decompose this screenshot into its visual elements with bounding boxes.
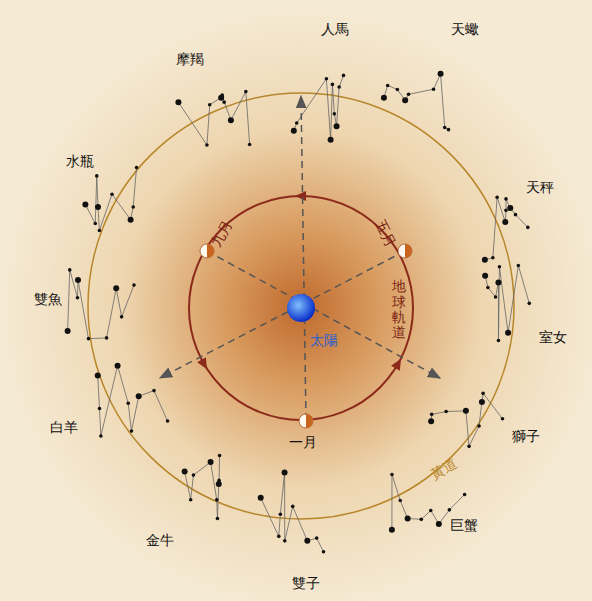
constellation-name: 水瓶 <box>66 154 94 169</box>
sun-sphere <box>287 294 315 322</box>
constellation-name: 天蠍 <box>451 22 479 37</box>
constellation-name: 獅子 <box>512 429 540 444</box>
diagram-label: 太陽 <box>310 333 338 348</box>
constellation-name: 天秤 <box>526 180 554 195</box>
constellation-name: 白羊 <box>50 420 78 435</box>
diagram-label: 一月 <box>289 435 317 450</box>
constellation-name: 雙子 <box>292 576 320 591</box>
ecliptic-circle <box>88 93 514 519</box>
constellation-name: 雙魚 <box>34 292 62 307</box>
constellation-name: 巨蟹 <box>450 518 478 533</box>
earth-orbit <box>189 196 413 420</box>
constellation-name: 人馬 <box>321 22 349 37</box>
diagram-label: 地球軌道 <box>392 279 406 341</box>
earth-positions <box>200 244 412 428</box>
orbit-arrows <box>197 191 405 372</box>
constellation-stars <box>65 71 531 554</box>
constellation-name: 室女 <box>539 330 567 345</box>
constellation-name: 金牛 <box>146 533 174 548</box>
direction-lines <box>160 96 440 420</box>
constellation-name: 摩羯 <box>176 52 204 67</box>
